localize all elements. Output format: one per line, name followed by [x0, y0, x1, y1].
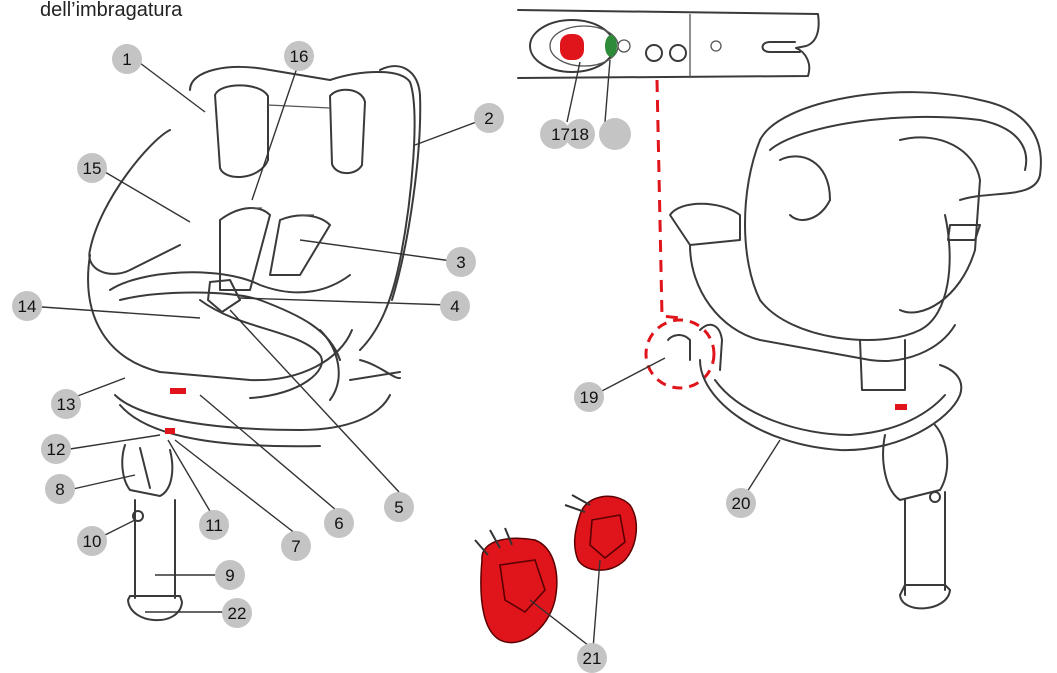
- svg-text:4: 4: [450, 297, 459, 316]
- callout-21: 21: [577, 643, 607, 673]
- callout-3: 3: [446, 247, 476, 277]
- svg-text:2: 2: [484, 109, 493, 128]
- callout-13: 13: [51, 389, 81, 419]
- leader-lines: [41, 59, 781, 650]
- svg-text:16: 16: [290, 47, 309, 66]
- svg-text:22: 22: [228, 604, 247, 623]
- callout-5: 5: [384, 492, 414, 522]
- callout-10: 10: [77, 526, 107, 556]
- callout-4: 4: [440, 291, 470, 321]
- svg-text:9: 9: [225, 566, 234, 585]
- red-dashed-circle: [644, 318, 716, 390]
- callout-7: 7: [281, 531, 311, 561]
- callout-9: 9: [215, 560, 245, 590]
- red-dashed-guide: [655, 79, 681, 320]
- red-indicator-window: [560, 34, 584, 60]
- callout-17-18: 1718: [540, 118, 631, 150]
- rear-seat-drawing: [667, 91, 1042, 610]
- svg-text:12: 12: [47, 440, 66, 459]
- isofix-detail-inset: [517, 9, 820, 390]
- callout-2: 2: [474, 103, 504, 133]
- callout-11: 11: [199, 510, 229, 540]
- callout-15: 15: [77, 153, 107, 183]
- svg-text:11: 11: [205, 516, 223, 535]
- svg-text:19: 19: [580, 388, 599, 407]
- green-indicator-window: [605, 35, 617, 57]
- callout-14: 14: [12, 291, 42, 321]
- callout-20: 20: [726, 488, 756, 518]
- callout-8: 8: [45, 474, 75, 504]
- svg-text:8: 8: [55, 480, 64, 499]
- red-indicator-mark: [895, 404, 907, 410]
- svg-text:21: 21: [583, 649, 602, 668]
- svg-text:10: 10: [83, 532, 102, 551]
- red-indicator-mark: [170, 388, 186, 394]
- svg-text:15: 15: [83, 159, 102, 178]
- svg-text:14: 14: [18, 297, 37, 316]
- caption-text: dell’imbragatura: [40, 0, 183, 21]
- svg-text:13: 13: [57, 395, 76, 414]
- svg-text:1718: 1718: [551, 125, 589, 144]
- svg-text:7: 7: [291, 537, 300, 556]
- isofix-guides-red: [474, 494, 637, 644]
- red-indicator-mark: [165, 428, 175, 434]
- svg-text:1: 1: [122, 50, 131, 69]
- callout-16: 16: [284, 41, 314, 71]
- svg-text:3: 3: [456, 253, 465, 272]
- svg-text:6: 6: [334, 514, 343, 533]
- callout-1: 1: [112, 44, 142, 74]
- callout-19: 19: [574, 382, 604, 412]
- svg-text:20: 20: [732, 494, 751, 513]
- svg-text:5: 5: [394, 498, 403, 517]
- front-seat-drawing: [87, 65, 422, 622]
- callout-12: 12: [41, 434, 71, 464]
- callout-6: 6: [324, 508, 354, 538]
- callout-22: 22: [222, 598, 252, 628]
